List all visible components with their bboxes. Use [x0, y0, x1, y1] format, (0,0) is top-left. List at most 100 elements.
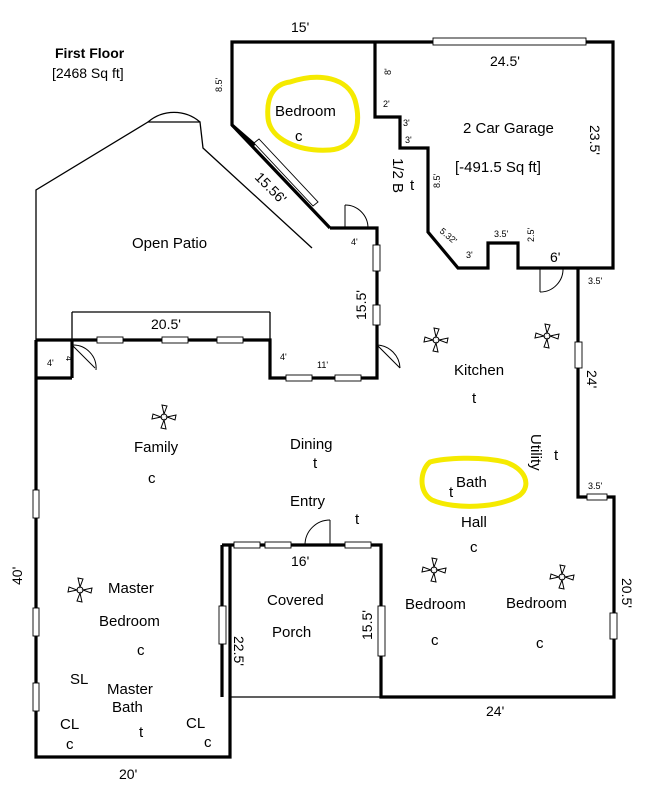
window-icon	[334, 374, 362, 382]
plan-title: First Floor	[55, 45, 125, 61]
room-label: Entry	[290, 493, 326, 510]
window-icon	[609, 612, 618, 640]
dimension-label: 4'	[280, 352, 287, 362]
ceiling-fan-icon	[151, 404, 177, 430]
dimension-label: 2.5'	[526, 227, 536, 242]
dimension-label: 22.5'	[231, 636, 247, 666]
dimension-label: 3.5'	[588, 481, 603, 491]
window-icon	[574, 341, 583, 369]
windows	[32, 37, 618, 712]
dimension-label: 16'	[291, 553, 309, 569]
room-code: t	[449, 484, 454, 501]
dimension-label: 23.5'	[587, 125, 603, 155]
room-label: CL	[186, 715, 205, 732]
dimension-label: 15'	[291, 19, 309, 35]
dimension-label: 24'	[584, 370, 600, 388]
room-label: Dining	[290, 436, 333, 453]
room-label: Kitchen	[454, 362, 504, 379]
room-label: Bath	[112, 699, 143, 716]
door-swing-icon	[71, 344, 97, 371]
dimension-label: 24'	[486, 703, 504, 719]
room-code: t	[554, 447, 559, 464]
dimension-label: 5.32'	[438, 226, 459, 246]
ceiling-fan-icon	[423, 327, 449, 353]
window-icon	[285, 374, 313, 382]
ceiling-fan-icon	[421, 557, 447, 583]
room-area: [-491.5 Sq ft]	[455, 159, 541, 176]
dimension-label: 40'	[9, 567, 25, 585]
door-swing-icon	[539, 267, 564, 293]
room-label: Master	[108, 580, 154, 597]
room-label: Covered	[267, 592, 324, 609]
room-label: SL	[70, 671, 88, 688]
room-label: Master	[107, 681, 153, 698]
room-code: c	[536, 635, 544, 652]
bedroom-highlight	[265, 74, 361, 153]
window-icon	[161, 336, 189, 344]
dimension-label: 15.5'	[359, 610, 375, 640]
room-label: Bedroom	[506, 595, 567, 612]
window-icon	[372, 244, 381, 272]
dimension-label: 20'	[119, 766, 137, 782]
room-code: t	[472, 390, 477, 407]
room-label: Bedroom	[275, 103, 336, 120]
room-label: Family	[134, 439, 179, 456]
dimension-label: 3'	[466, 250, 473, 260]
dimension-label: 11'	[317, 360, 328, 370]
window-icon	[32, 489, 40, 519]
dimension-label: 3'	[405, 135, 412, 145]
dimension-label: 3'	[403, 118, 410, 128]
highlights	[265, 74, 529, 509]
window-icon	[264, 541, 292, 549]
room-label: CL	[60, 716, 79, 733]
walls	[34, 40, 616, 759]
thin-lines	[35, 111, 381, 757]
doors	[71, 204, 564, 546]
room-label: Porch	[272, 624, 311, 641]
window-icon	[586, 493, 608, 501]
door-swing-icon	[376, 344, 401, 369]
window-icon	[32, 607, 40, 637]
dimension-label: 20.5'	[151, 316, 181, 332]
room-code: t	[313, 455, 318, 472]
ceiling-fans	[67, 323, 575, 603]
room-labels: Bedroom c 2 Car Garage [-491.5 Sq ft] 1/…	[60, 103, 567, 753]
dimension-label: 15.5'	[353, 290, 369, 320]
room-label: Bedroom	[99, 613, 160, 630]
window-icon	[216, 336, 244, 344]
room-code: c	[137, 642, 145, 659]
dimension-label: 8.5'	[214, 77, 224, 92]
room-code: t	[355, 511, 360, 528]
ceiling-fan-icon	[549, 564, 575, 590]
room-label: Bath	[456, 474, 487, 491]
room-label: 2 Car Garage	[463, 120, 554, 137]
dimension-label: 8'	[383, 68, 393, 75]
room-code: c	[204, 734, 212, 751]
window-icon	[432, 37, 587, 46]
room-code: c	[470, 539, 478, 556]
room-label: 1/2 B	[389, 158, 406, 193]
dimension-labels: 15' 24.5' 8.5' 23.5' 8' 2' 3' 3' 8.5' 5.…	[9, 19, 635, 782]
window-icon	[96, 336, 124, 344]
dimension-label: 3.5'	[588, 276, 603, 286]
dimension-label: 4'	[64, 356, 74, 363]
dimension-label: 2'	[383, 99, 390, 109]
room-code: c	[431, 632, 439, 649]
window-icon	[253, 138, 319, 207]
room-label: Open Patio	[132, 235, 207, 252]
room-code: c	[148, 470, 156, 487]
dimension-label: 3.5'	[494, 229, 509, 239]
dimension-label: 4'	[351, 237, 358, 247]
dimension-label: 20.5'	[619, 578, 635, 608]
room-label: Utility	[527, 434, 544, 471]
room-label: Hall	[461, 514, 487, 531]
door-swing-icon	[304, 519, 331, 546]
window-icon	[218, 605, 227, 645]
room-code: t	[410, 177, 415, 194]
door-swing-icon	[344, 204, 369, 229]
ceiling-fan-icon	[67, 577, 93, 603]
dimension-label: 6'	[550, 249, 560, 265]
bath-highlight	[419, 455, 529, 509]
dimension-label: 24.5'	[490, 53, 520, 69]
